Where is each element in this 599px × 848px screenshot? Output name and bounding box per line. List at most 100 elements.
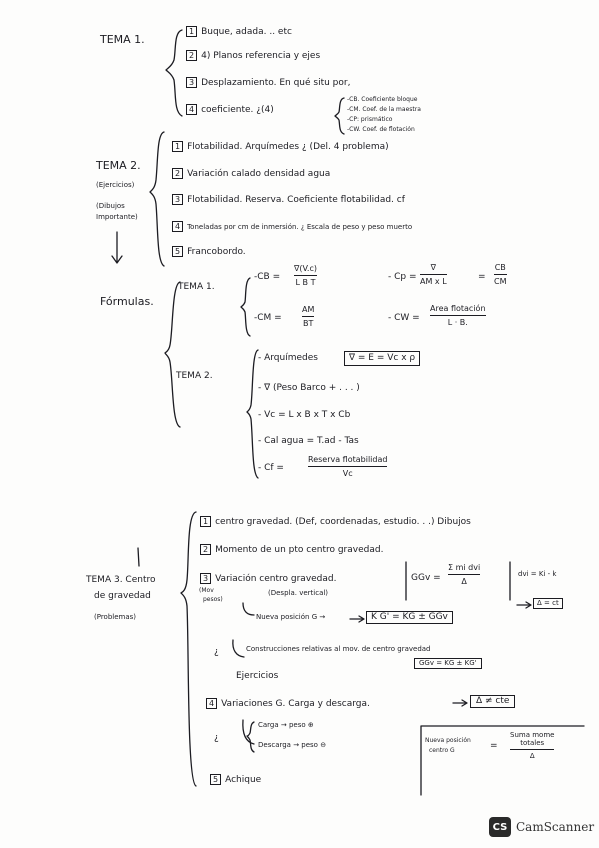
- cw-fraction: Area flotación L · B.: [430, 304, 486, 327]
- camscanner-badge: CS CamScanner: [489, 817, 594, 837]
- cp-eq: =: [478, 272, 486, 282]
- cp-numerator-2: CB: [494, 263, 506, 272]
- tema3-item-2-num: 2: [200, 544, 212, 555]
- tema1-item-4-text: coeficiente. ¿(4): [201, 105, 274, 115]
- gg-numerator: Σ mi dvi: [448, 563, 481, 572]
- camscanner-logo-icon: CS: [489, 817, 511, 837]
- carga-hook: [242, 719, 255, 745]
- suma-numerator-2: totales: [520, 739, 545, 747]
- cm-lhs: -CM =: [254, 313, 282, 323]
- tema3-item-5-num: 5: [210, 774, 222, 785]
- gg-lhs: GGv =: [411, 573, 441, 583]
- tema2-sub-importante: Importante): [96, 213, 138, 221]
- down-arrow: [111, 231, 123, 264]
- coef-brace: [334, 97, 345, 135]
- tema2-sub-dibujos: (Dibujos: [96, 202, 125, 210]
- cp-fraction-1: ∇ AM x L: [420, 263, 447, 286]
- cf-numerator: Reserva flotabilidad: [308, 455, 388, 464]
- tema3-item-2-text: Momento de un pto centro gravedad.: [215, 545, 384, 555]
- delta-ne-arrow: [452, 699, 468, 707]
- cal-agua-line: - Cal agua = T.ad - Tas: [258, 436, 359, 446]
- ggv-box: GGv = KG ± KG': [414, 658, 482, 669]
- delta-ct-arrow: [516, 601, 532, 609]
- ejercicios-text: Ejercicios: [236, 671, 279, 681]
- formulas-t1-label: TEMA 1.: [178, 282, 215, 292]
- cb-fraction: ∇(V.c) L B T: [294, 264, 317, 287]
- coef-cm: -CM. Coef. de la maestra: [347, 106, 421, 113]
- nueva-centro-1: Nueva posición: [425, 737, 471, 744]
- cm-denominator: BT: [303, 319, 314, 328]
- formulas-title: Fórmulas.: [100, 295, 154, 308]
- tema2-item-1-num: 1: [172, 141, 184, 152]
- gg-fraction: Σ mi dvi Δ: [448, 563, 481, 586]
- coef-cp: -CP: prismático: [347, 116, 393, 123]
- cf-fraction: Reserva flotabilidad Vc: [308, 455, 388, 478]
- tema2-brace: [149, 131, 165, 267]
- tema3-item-4-num: 4: [206, 698, 218, 709]
- carga-text: Carga → peso ⊕: [258, 721, 314, 729]
- tema3-item-1-text: centro gravedad. (Def, coordenadas, estu…: [215, 517, 471, 527]
- formulas-brace: [164, 281, 181, 428]
- peso-barco-line: - ∇ (Peso Barco + . . . ): [258, 383, 360, 393]
- construcciones-hook: [232, 639, 245, 658]
- var-left-pesos: pesos): [203, 596, 223, 603]
- suma-denominator: Δ: [529, 752, 535, 760]
- tema2-item-2-text: Variación calado densidad agua: [187, 169, 331, 179]
- cp-denominator-2: CM: [494, 277, 507, 286]
- cp-lhs: - Cp =: [388, 272, 417, 282]
- coef-cb: -CB. Coeficiente bloque: [347, 96, 418, 103]
- vc-line: - Vc = L x B x T x Cb: [258, 410, 351, 420]
- tema1-title: TEMA 1.: [100, 33, 145, 46]
- tema3-title-3: (Problemas): [94, 613, 137, 621]
- tema1-item-1-num: 1: [186, 26, 198, 37]
- cw-denominator: L · B.: [447, 318, 468, 327]
- tema3-item-3-text: Variación centro gravedad.: [215, 574, 337, 584]
- tema3-item-5-text: Achique: [225, 775, 262, 785]
- formulas-t2-label: TEMA 2.: [176, 371, 213, 381]
- cb-lhs: -CB =: [254, 272, 281, 282]
- suma-fraction: Suma mome totales Δ: [510, 731, 555, 760]
- tema1-brace: [165, 29, 183, 117]
- kg-box: K G' = KG ± GGv: [366, 611, 453, 624]
- cf-lhs: - Cf =: [258, 463, 284, 473]
- delta-ct-box: Δ = ct: [533, 598, 563, 609]
- tema2-item-3-num: 3: [172, 194, 184, 205]
- tema2-item-1-text: Flotabilidad. Arquímedes ¿ (Del. 4 probl…: [187, 142, 389, 152]
- tema1-item-2-text: 4) Planos referencia y ejes: [201, 51, 321, 61]
- cm-fraction: AM BT: [302, 305, 315, 328]
- tema2-item-5-text: Francobordo.: [187, 247, 246, 257]
- cb-denominator: L B T: [295, 278, 316, 287]
- tema1-item-2-num: 2: [186, 50, 198, 61]
- tema1-item-1-text: Buque, adada. .. etc: [201, 27, 292, 37]
- gg-denominator: Δ: [461, 577, 467, 586]
- nueva-posicion: Nueva posición G →: [256, 613, 326, 621]
- tema3-title-2: de gravedad: [94, 591, 151, 601]
- descarga-text: Descarga → peso ⊖: [258, 741, 327, 749]
- cp-denominator: AM x L: [420, 277, 447, 286]
- gg-box: [405, 561, 511, 601]
- tema3-item-4-text: Variaciones G. Carga y descarga.: [221, 699, 370, 709]
- var-note: (Despla. vertical): [268, 589, 329, 597]
- suma-box: [420, 725, 585, 796]
- tema3-item-3-num: 3: [200, 573, 212, 584]
- cb-numerator: ∇(V.c): [294, 264, 317, 273]
- kg-arrow: [349, 615, 365, 623]
- tema1-item-3-num: 3: [186, 77, 198, 88]
- camscanner-brand: CamScanner: [516, 820, 595, 834]
- cp-numerator: ∇: [430, 263, 436, 272]
- tema3-mark: [137, 547, 140, 567]
- cw-numerator: Area flotación: [430, 304, 486, 313]
